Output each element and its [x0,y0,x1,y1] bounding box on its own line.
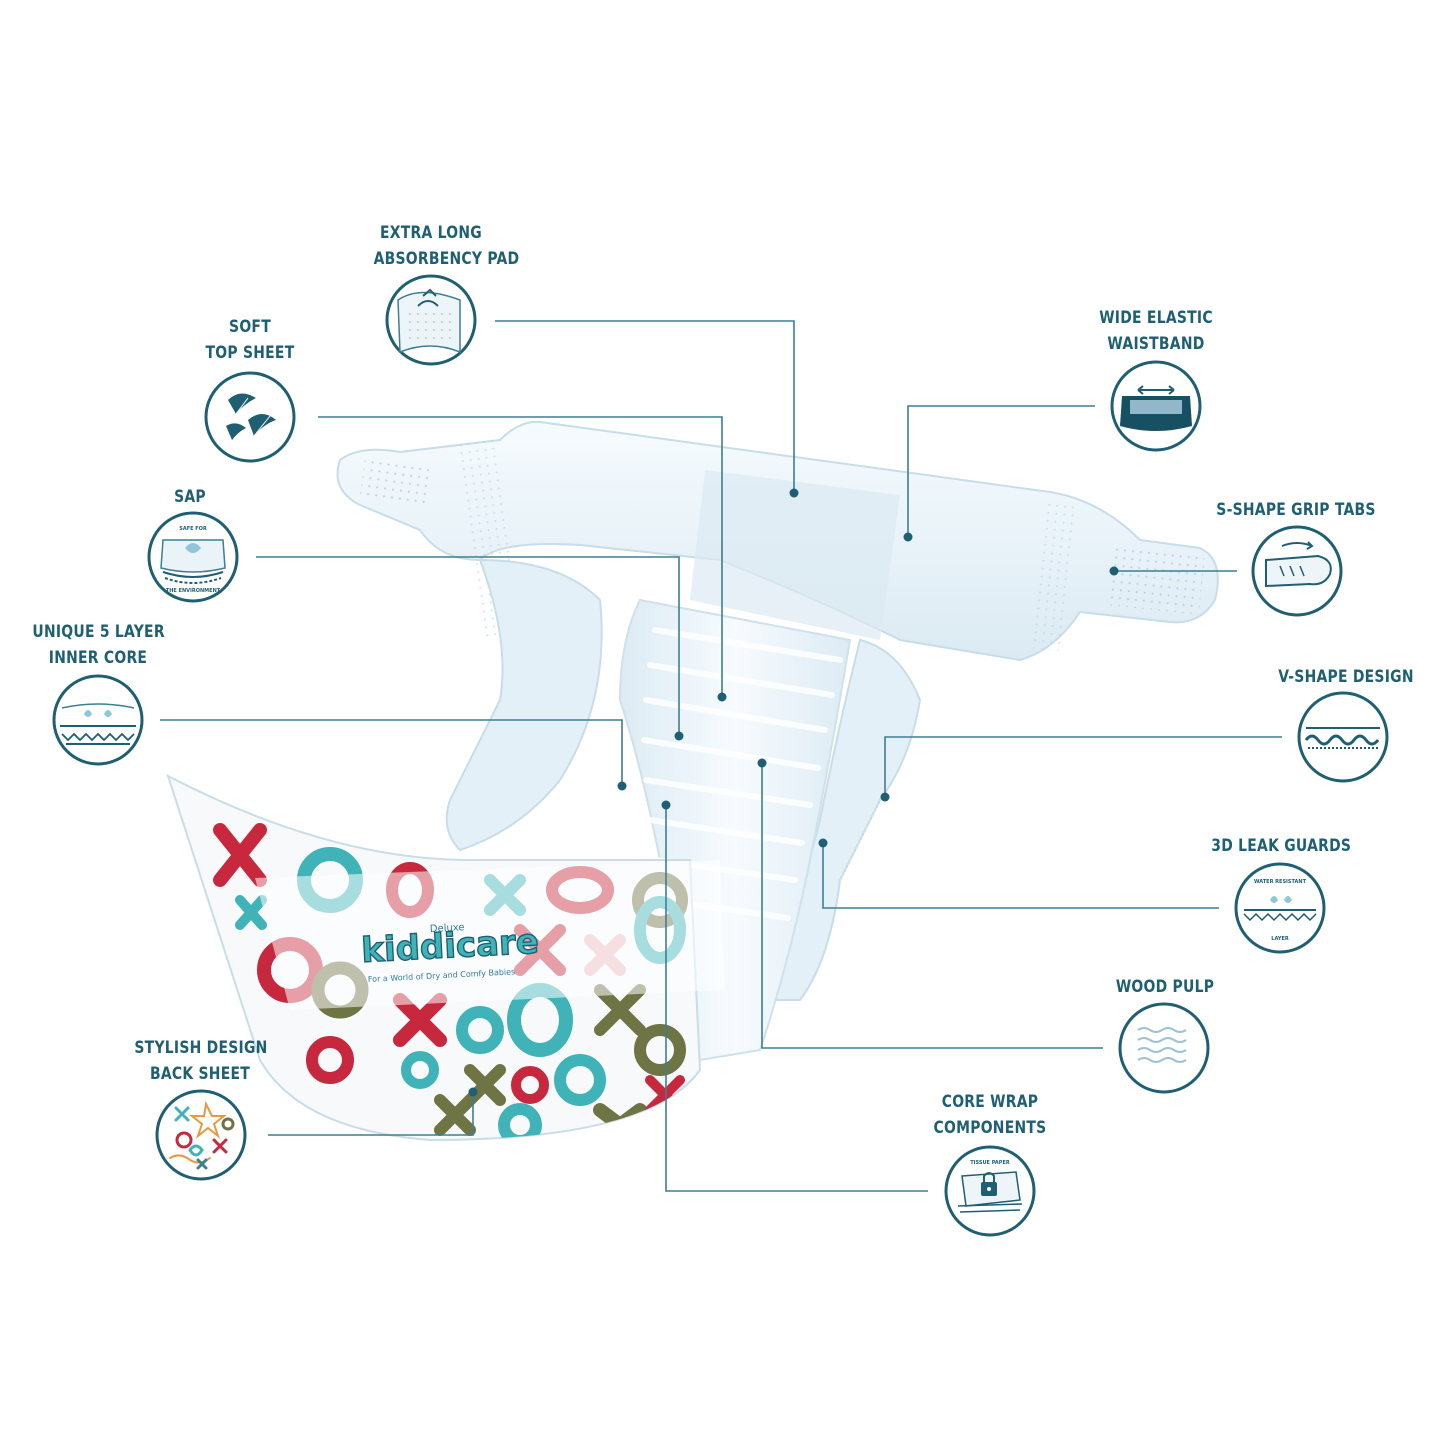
leader-waistband [907,405,1095,537]
label-sap: SAP [174,487,206,507]
leader-dots [468,488,1119,1097]
svg-text:LAYER: LAYER [1271,936,1289,942]
svg-text:WATER RESISTANT: WATER RESISTANT [1254,879,1307,885]
leader-wood-pulp [761,763,1103,1049]
leader-v-shape [884,736,1282,797]
diaper-left-cuff [445,558,603,852]
leader-leak-guards [822,843,1219,909]
core-wrap-icon: TISSUE PAPER [944,1145,1036,1237]
waistband-icon [1110,360,1202,452]
feather-icon [204,371,296,463]
grip-tab-icon [1251,525,1343,617]
svg-text:TISSUE PAPER: TISSUE PAPER [970,1160,1010,1166]
leader-lines [160,320,1282,1192]
brand-logo: Deluxe kiddicare For a World of Dry and … [360,921,541,984]
leak-guard-icon: WATER RESISTANT LAYER [1234,862,1326,954]
leader-core-wrap [665,805,928,1192]
sap-layer-icon: SAFE FOR THE ENVIRONMENT [147,511,239,603]
leader-absorbency-pad [495,320,795,493]
diaper-illustration: Deluxe kiddicare For a World of Dry and … [166,420,1219,1142]
v-shape-icon [1297,691,1389,783]
wood-pulp-icon [1118,1002,1210,1094]
brand-tag: Deluxe [430,922,465,935]
label-v-shape: V-SHAPE DESIGN [1278,667,1414,687]
leader-sap [256,556,680,736]
leader-inner-core [160,719,623,786]
leader-top-sheet [318,416,723,697]
pattern-icon [155,1089,247,1181]
brand-patch [255,860,725,1010]
absorbency-pad-icon [385,274,477,366]
label-wood-pulp: WOOD PULP [1115,977,1215,997]
label-grip-tabs: S-SHAPE GRIP TABS [1216,500,1376,520]
leader-back-sheet [268,1092,474,1136]
inner-core-icon [52,674,144,766]
svg-text:THE ENVIRONMENT: THE ENVIRONMENT [166,588,221,594]
svg-text:SAFE FOR: SAFE FOR [179,526,207,532]
label-leak-guards: 3D LEAK GUARDS [1211,836,1352,856]
